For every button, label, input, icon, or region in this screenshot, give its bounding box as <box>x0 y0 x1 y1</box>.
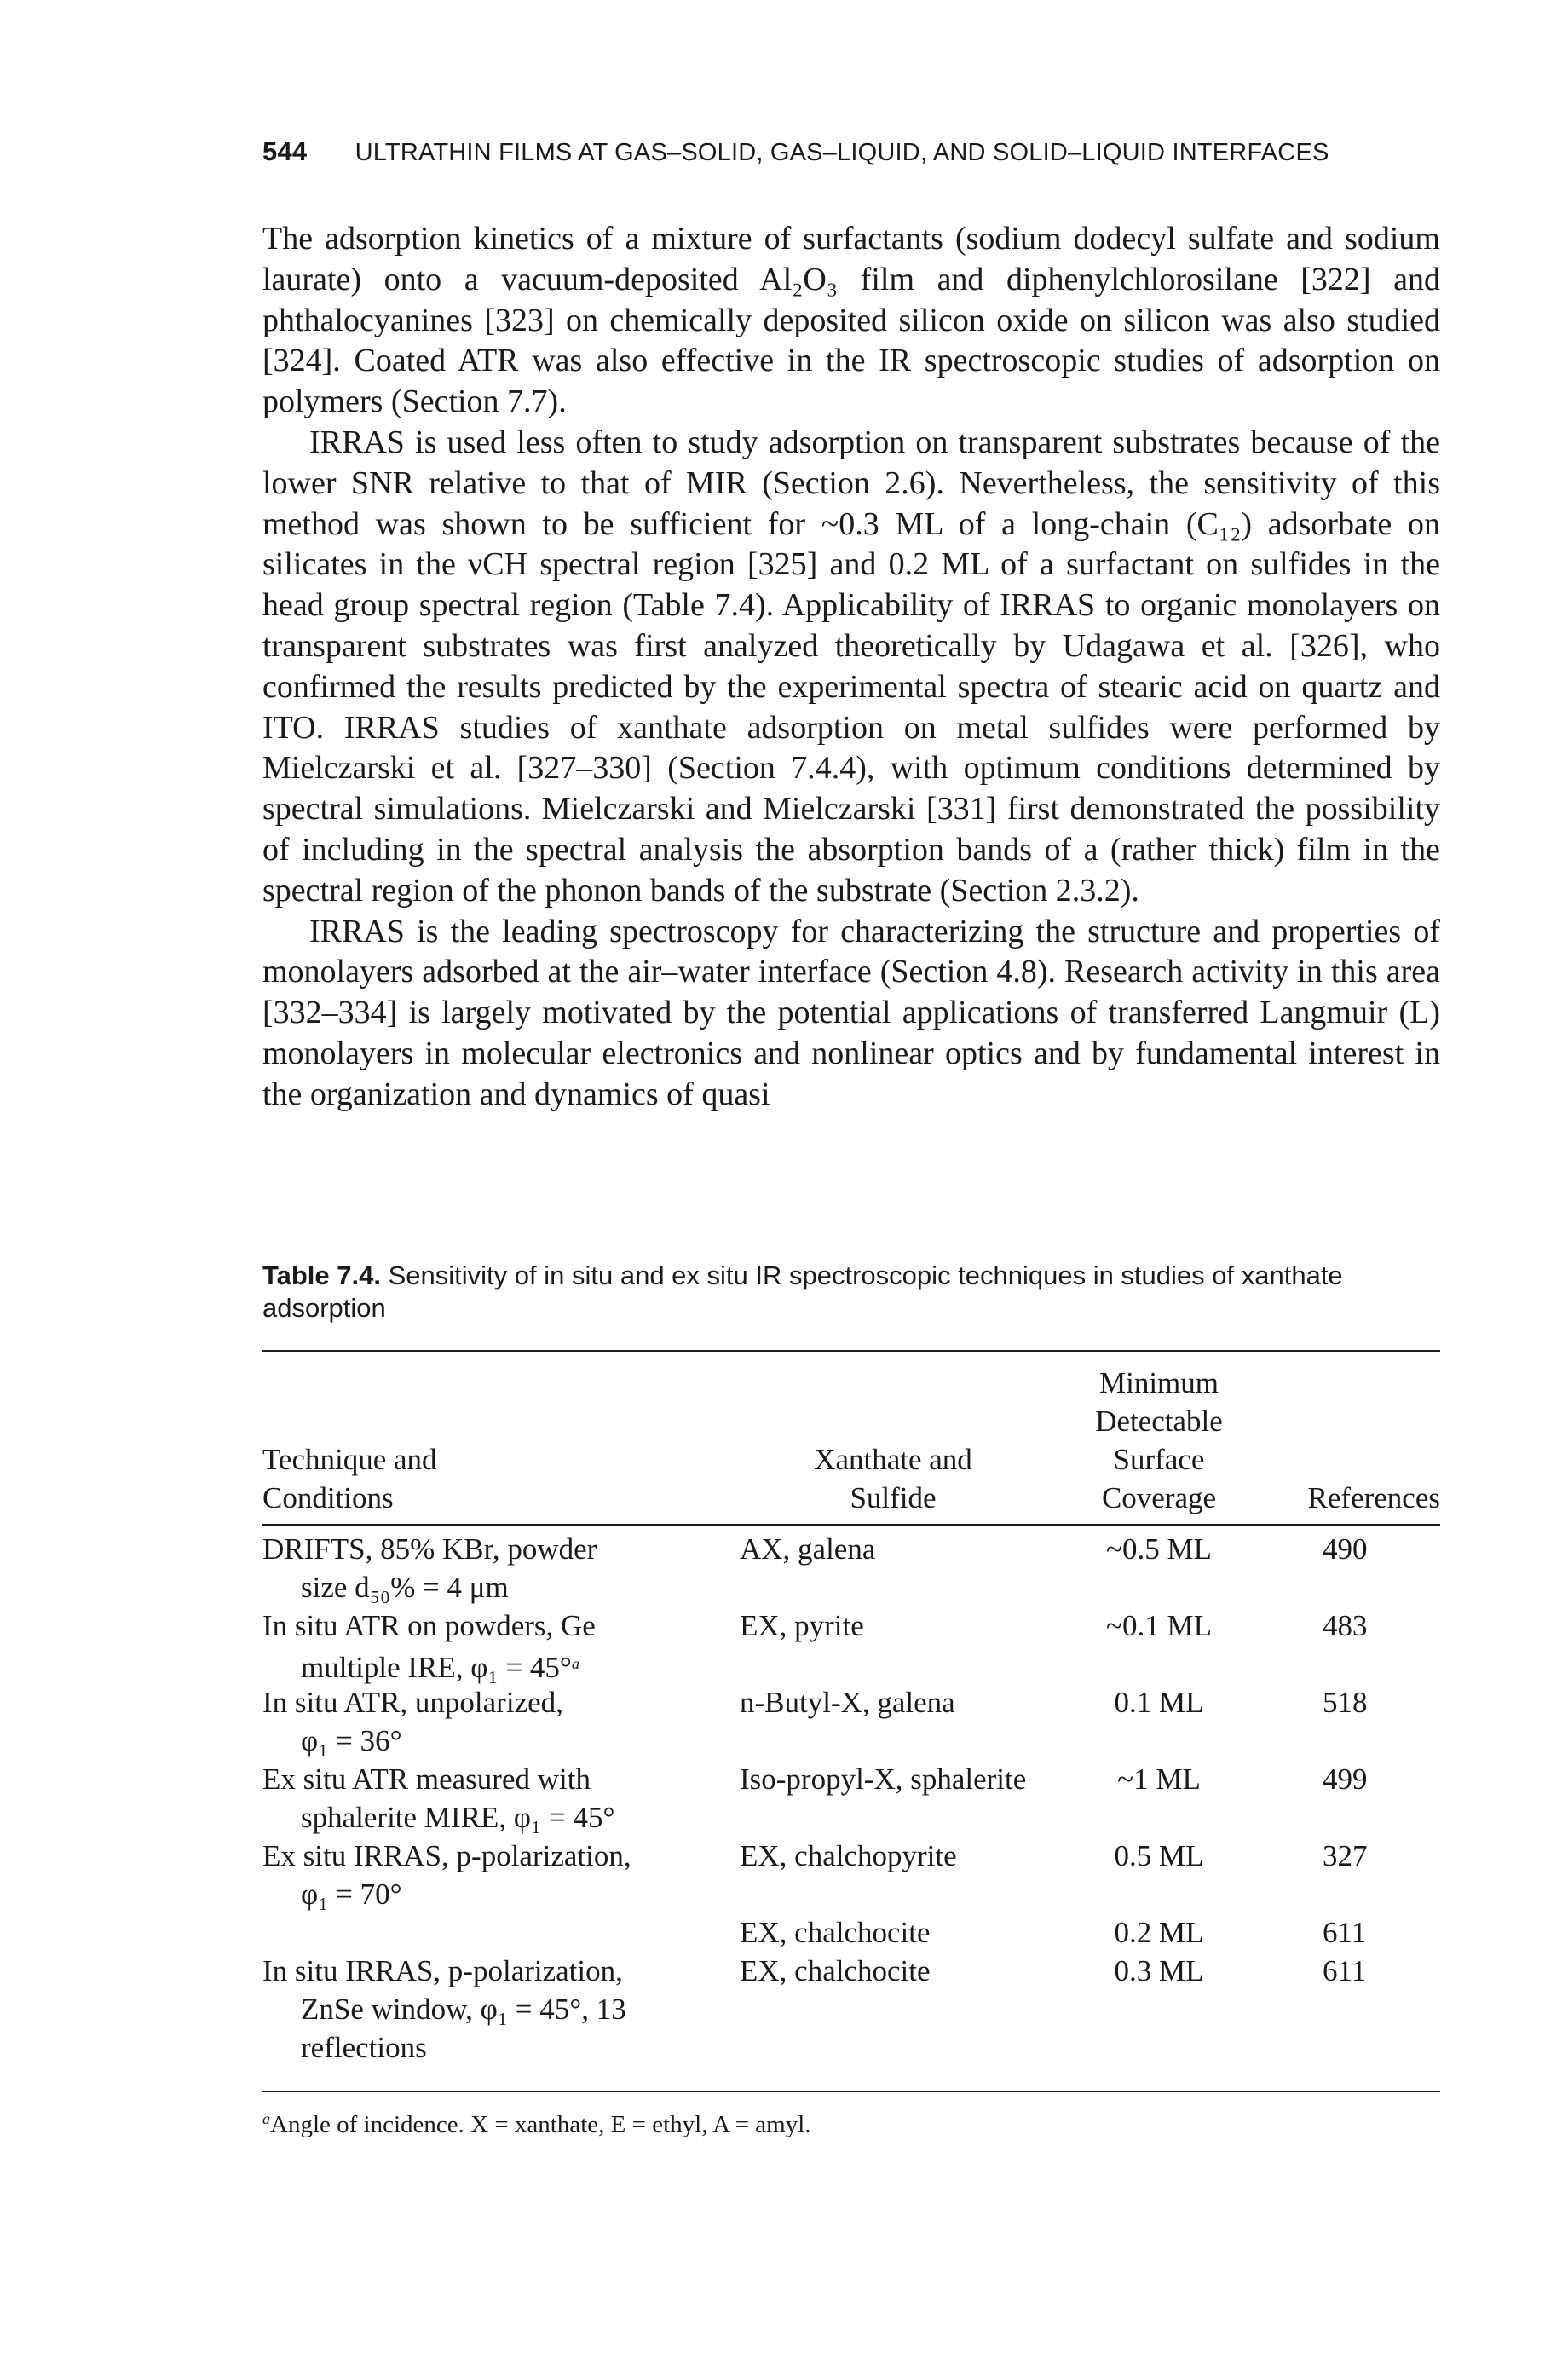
paragraph-1: The adsorption kinetics of a mixture of … <box>262 221 1440 420</box>
header-coverage-line: Coverage <box>1101 1481 1217 1514</box>
technique-line: reflections <box>301 2031 427 2064</box>
footnote-text: Angle of incidence. X = xanthate, E = et… <box>270 2111 811 2138</box>
table-row-2-ref: 483 <box>1323 1609 1368 1642</box>
technique-line: Ex situ IRRAS, p-polarization, <box>262 1839 631 1872</box>
technique-line: DRIFTS, 85% KBr, powder <box>262 1532 597 1566</box>
header-coverage-line: Surface <box>1113 1443 1205 1476</box>
body-text: The adsorption kinetics of a mixture of … <box>262 219 1440 1116</box>
table-row-2-coverage: ~0.1 ML <box>1106 1609 1212 1642</box>
footnote-marker: a <box>571 1655 579 1672</box>
header-technique-line: Technique and <box>262 1443 437 1476</box>
paragraph-2: IRRAS is used less often to study adsorp… <box>262 424 1440 909</box>
table-row-6-xanthate: EX, chalchocite <box>740 1916 931 1949</box>
header-references-line: References <box>1307 1481 1440 1514</box>
technique-line: Ex situ ATR measured with <box>262 1762 591 1796</box>
technique-line: φ₁ = 36° <box>301 1724 402 1757</box>
running-title: ULTRATHIN FILMS AT GAS–SOLID, GAS–LIQUID… <box>355 139 1329 166</box>
table-row-7-coverage: 0.3 ML <box>1114 1954 1204 1987</box>
table-row-4-coverage: ~1 ML <box>1117 1762 1201 1796</box>
technique-line: sphalerite MIRE, φ₁ = 45° <box>301 1801 615 1834</box>
table-row-1-ref: 490 <box>1323 1532 1368 1566</box>
table-bottom-rule <box>262 2091 1440 2092</box>
table-row-2-xanthate: EX, pyrite <box>740 1609 864 1642</box>
table-top-rule <box>262 1350 1440 1352</box>
header-coverage-line: Minimum <box>1098 1366 1219 1399</box>
table-row-5-ref: 327 <box>1323 1839 1368 1872</box>
table-header-rule <box>262 1524 1440 1526</box>
table-row-3-technique: In situ ATR, unpolarized, φ₁ = 36° <box>262 1683 723 1760</box>
header-xanthate-line: Sulfide <box>850 1481 937 1514</box>
header-technique-line: Conditions <box>262 1481 394 1514</box>
header-coverage: Minimum Detectable Surface Coverage <box>1057 1355 1261 1517</box>
table-row-6-ref: 611 <box>1323 1916 1367 1949</box>
header-technique: Technique and Conditions <box>262 1355 723 1517</box>
technique-line: φ₁ = 70° <box>301 1878 402 1911</box>
technique-line: size d₅₀% = 4 μm <box>301 1571 509 1604</box>
table-row-5-technique: Ex situ IRRAS, p-polarization, φ₁ = 70° <box>262 1837 723 1913</box>
table-row-1-xanthate: AX, galena <box>740 1532 876 1566</box>
header-references: References <box>1278 1355 1440 1517</box>
table-row-2-technique: In situ ATR on powders, Ge multiple IRE,… <box>262 1606 723 1687</box>
paragraph-3: IRRAS is the leading spectroscopy for ch… <box>262 913 1440 1112</box>
footnote-marker: a <box>262 2110 270 2127</box>
header-xanthate: Xanthate and Sulfide <box>740 1355 1046 1517</box>
table-row-7-xanthate: EX, chalchocite <box>740 1954 931 1987</box>
table-row-1-technique: DRIFTS, 85% KBr, powder size d₅₀% = 4 μm <box>262 1530 723 1606</box>
table-row-4-ref: 499 <box>1323 1762 1368 1796</box>
technique-line-text: multiple IRE, φ₁ = 45° <box>301 1651 572 1684</box>
technique-line: In situ ATR on powders, Ge <box>262 1609 596 1642</box>
table-row-5-coverage: 0.5 ML <box>1114 1839 1204 1872</box>
technique-line: In situ IRRAS, p-polarization, <box>262 1954 623 1987</box>
table-caption: Table 7.4. Sensitivity of in situ and ex… <box>262 1260 1370 1324</box>
table-row-1-coverage: ~0.5 ML <box>1106 1532 1212 1566</box>
page-number: 544 <box>262 136 308 166</box>
technique-line-with-footnote: multiple IRE, φ₁ = 45°a <box>262 1645 723 1687</box>
table-row-6-coverage: 0.2 ML <box>1114 1916 1204 1949</box>
table-row-4-technique: Ex situ ATR measured with sphalerite MIR… <box>262 1760 723 1837</box>
table-row-7-technique: In situ IRRAS, p-polarization, ZnSe wind… <box>262 1952 723 2067</box>
table-row-3-coverage: 0.1 ML <box>1114 1686 1204 1719</box>
table-caption-text: Sensitivity of in situ and ex situ IR sp… <box>262 1260 1343 1323</box>
table-footnote: aAngle of incidence. X = xanthate, E = e… <box>262 2103 811 2140</box>
table-row-7-ref: 611 <box>1323 1954 1367 1987</box>
header-coverage-line: Detectable <box>1095 1405 1223 1438</box>
running-header: 544 ULTRATHIN FILMS AT GAS–SOLID, GAS–LI… <box>262 136 1329 167</box>
table-row-3-xanthate: n-Butyl-X, galena <box>740 1686 955 1719</box>
technique-line: ZnSe window, φ₁ = 45°, 13 <box>301 1993 626 2026</box>
table-row-4-xanthate: Iso-propyl-X, sphalerite <box>740 1762 1027 1796</box>
table-caption-label: Table 7.4. <box>262 1260 381 1290</box>
technique-line: In situ ATR, unpolarized, <box>262 1686 563 1719</box>
table-row-3-ref: 518 <box>1323 1686 1368 1719</box>
header-xanthate-line: Xanthate and <box>814 1443 972 1476</box>
table-row-5-xanthate: EX, chalchopyrite <box>740 1839 957 1872</box>
